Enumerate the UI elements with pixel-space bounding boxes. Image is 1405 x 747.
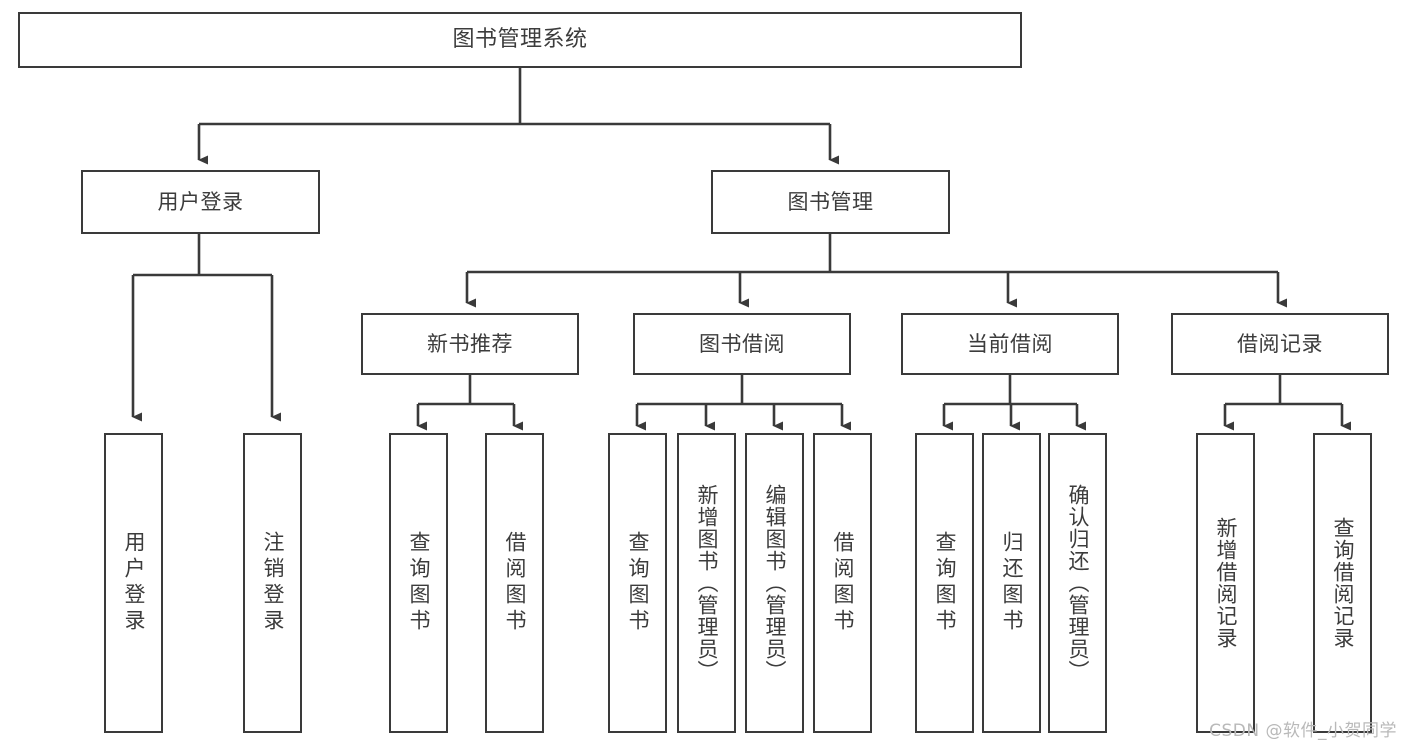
node-leaf-logout-label: 注销登录 <box>261 531 285 635</box>
node-leaf-add-book-label: 新增图书（管理员） <box>695 484 719 682</box>
node-leaf-user-login[interactable]: 用户登录 <box>104 433 163 733</box>
node-leaf-add-book[interactable]: 新增图书（管理员） <box>677 433 736 733</box>
node-leaf-borrow-book[interactable]: 借阅图书 <box>813 433 872 733</box>
node-leaf-confirm-return-label: 确认归还（管理员） <box>1066 484 1090 682</box>
node-leaf-return-book[interactable]: 归还图书 <box>982 433 1041 733</box>
node-leaf-add-borrow-record-label: 新增借阅记录 <box>1214 517 1238 649</box>
node-leaf-query-book-recommend[interactable]: 查询图书 <box>389 433 448 733</box>
node-leaf-return-book-label: 归还图书 <box>1000 531 1024 635</box>
node-leaf-edit-book-label: 编辑图书（管理员） <box>763 484 787 682</box>
node-leaf-add-borrow-record[interactable]: 新增借阅记录 <box>1196 433 1255 733</box>
node-book-manage[interactable]: 图书管理 <box>711 170 950 234</box>
node-leaf-query-book-borrow-label: 查询图书 <box>626 531 650 635</box>
node-leaf-query-book-current-label: 查询图书 <box>933 531 957 635</box>
node-root-system-label: 图书管理系统 <box>452 27 588 53</box>
node-leaf-query-book-current[interactable]: 查询图书 <box>915 433 974 733</box>
node-leaf-user-login-label: 用户登录 <box>122 531 146 635</box>
node-leaf-query-book-borrow[interactable]: 查询图书 <box>608 433 667 733</box>
node-leaf-borrow-book-recommend-label: 借阅图书 <box>503 531 527 635</box>
node-borrow-record[interactable]: 借阅记录 <box>1171 313 1389 375</box>
node-book-borrow[interactable]: 图书借阅 <box>633 313 851 375</box>
node-borrow-record-label: 借阅记录 <box>1237 331 1323 356</box>
node-leaf-query-book-recommend-label: 查询图书 <box>407 531 431 635</box>
node-new-book-recommend-label: 新书推荐 <box>427 331 513 356</box>
node-leaf-query-borrow-record-label: 查询借阅记录 <box>1331 517 1355 649</box>
node-leaf-borrow-book-recommend[interactable]: 借阅图书 <box>485 433 544 733</box>
node-leaf-logout[interactable]: 注销登录 <box>243 433 302 733</box>
node-leaf-confirm-return[interactable]: 确认归还（管理员） <box>1048 433 1107 733</box>
node-current-borrow-label: 当前借阅 <box>967 331 1053 356</box>
node-book-manage-label: 图书管理 <box>787 189 874 214</box>
node-leaf-borrow-book-label: 借阅图书 <box>831 531 855 635</box>
csdn-watermark: CSDN @软件_小贺同学 <box>1209 721 1397 741</box>
node-leaf-edit-book[interactable]: 编辑图书（管理员） <box>745 433 804 733</box>
node-root-system[interactable]: 图书管理系统 <box>18 12 1022 68</box>
node-user-login[interactable]: 用户登录 <box>81 170 320 234</box>
node-user-login-label: 用户登录 <box>157 189 244 214</box>
node-leaf-query-borrow-record[interactable]: 查询借阅记录 <box>1313 433 1372 733</box>
node-book-borrow-label: 图书借阅 <box>699 331 785 356</box>
node-current-borrow[interactable]: 当前借阅 <box>901 313 1119 375</box>
node-new-book-recommend[interactable]: 新书推荐 <box>361 313 579 375</box>
